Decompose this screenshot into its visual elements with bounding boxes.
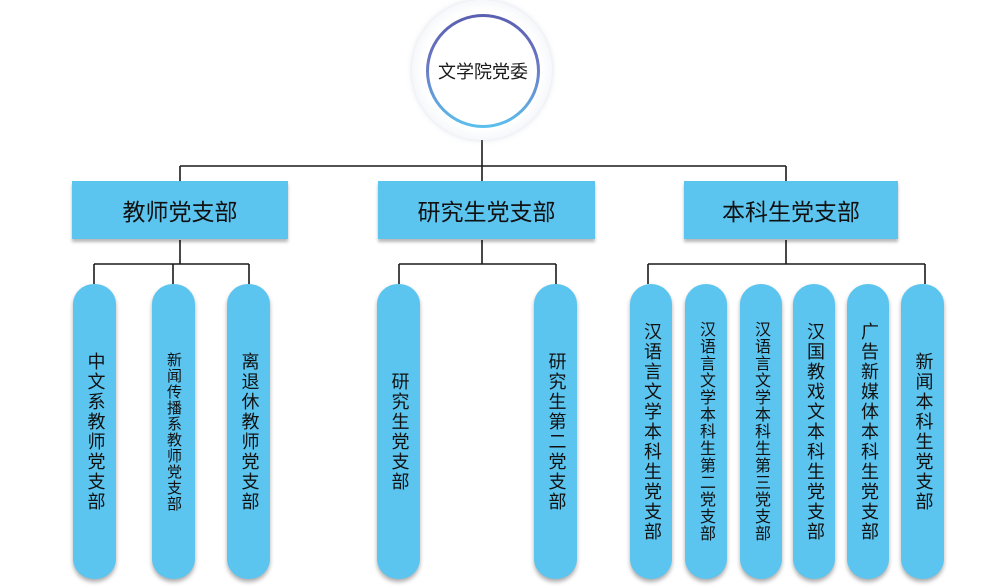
leaf-label: 汉国教戏文本科生党支部 — [804, 321, 825, 542]
leaf-node: 研究生第二党支部 — [534, 284, 577, 579]
leaf-node: 汉语言文学本科生第三党支部 — [740, 284, 782, 579]
root-label: 文学院党委 — [438, 62, 528, 83]
leaf-label: 广告新媒体本科生党支部 — [858, 321, 879, 542]
leaf-node: 汉语言文学本科生第二党支部 — [685, 284, 727, 579]
leaf-label: 离退休教师党支部 — [238, 351, 260, 512]
leaf-node: 研究生党支部 — [377, 284, 420, 579]
leaf-node: 汉语言文学本科生党支部 — [630, 284, 672, 579]
leaf-label: 汉语言文学本科生第三党支部 — [752, 321, 771, 542]
branch-label: 本科生党支部 — [722, 200, 860, 226]
leaf-node: 离退休教师党支部 — [227, 284, 270, 579]
leaf-label: 中文系教师党支部 — [84, 351, 106, 512]
branch-graduates: 研究生党支部 — [378, 181, 595, 239]
leaf-label: 新闻传播系教师党支部 — [165, 351, 183, 512]
leaf-node: 汉国教戏文本科生党支部 — [793, 284, 835, 579]
root-ring: 文学院党委 — [426, 14, 540, 128]
leaf-node: 新闻本科生党支部 — [901, 284, 944, 579]
leaf-label: 汉语言文学本科生党支部 — [641, 321, 662, 542]
leaf-node: 广告新媒体本科生党支部 — [847, 284, 889, 579]
leaf-label: 研究生第二党支部 — [545, 351, 567, 512]
leaf-node: 新闻传播系教师党支部 — [152, 284, 195, 579]
leaf-node: 中文系教师党支部 — [73, 284, 116, 579]
leaf-label: 汉语言文学本科生第二党支部 — [697, 321, 716, 542]
root-node: 文学院党委 — [412, 0, 552, 140]
branch-teachers: 教师党支部 — [72, 181, 288, 239]
leaf-label: 新闻本科生党支部 — [912, 351, 934, 512]
branch-label: 教师党支部 — [122, 200, 238, 226]
leaf-label: 研究生党支部 — [388, 371, 410, 492]
branch-label: 研究生党支部 — [417, 200, 556, 226]
branch-undergraduates: 本科生党支部 — [684, 181, 898, 239]
